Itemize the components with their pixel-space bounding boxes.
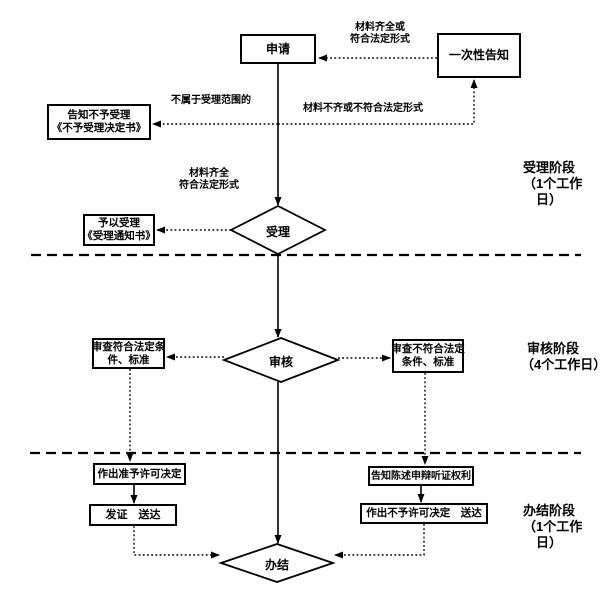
issue-deliver-node: 发证 送达 [89,504,177,526]
stage-label-acceptance: 受理阶段 （1个工作 日） [523,160,583,207]
notice-rejection-line2: 《不予受理决定书》 [51,122,147,134]
review-fail-line1: 审查不符合法定 [391,343,465,355]
grant-acceptance-line2: 《受理通知书》 [82,230,156,242]
label-materials-incomplete: 材料不齐或不符合法定形式 [303,103,423,114]
label-materials-complete-legal: 材料齐全 符合法定形式 [179,168,239,191]
deny-decision-node: 作出不予许可决定 送达 [360,503,488,524]
notice-rejection-node: 告知不予受理 《不予受理决定书》 [47,104,151,140]
one-time-notice-label: 一次性告知 [448,48,509,62]
review-pass-node: 审查符合法定条 件、标准 [92,338,165,369]
notify-rights-label: 告知陈述申辩听证权利 [371,470,471,482]
review-diamond-label: 审核 [268,355,293,369]
edge-denydecision-to-finish [334,524,425,559]
deny-decision-label: 作出不予许可决定 送达 [366,507,482,519]
review-pass-line2: 件、标准 [107,353,150,366]
stage-label-review: 审核阶段 （4个工作日） [521,341,605,372]
grant-decision-node: 作出准予许可决定 [93,463,186,485]
apply-label: 申请 [265,41,290,56]
notice-rejection-line1: 告知不予受理 [67,109,131,121]
issue-deliver-label: 发证 送达 [105,508,161,521]
review-diamond-shape [221,337,341,383]
edge-issuedeliver-to-finish [133,526,220,559]
review-pass-line1: 审查符合法定条 [91,340,166,353]
grant-acceptance-line1: 予以受理 [98,217,140,229]
accept-diamond-shape [229,204,327,256]
finish-diamond-shape [218,543,336,583]
accept-diamond-label: 受理 [265,225,290,239]
apply-node: 申请 [240,34,316,64]
stage-label-completion: 办结阶段 （1个工作 日） [523,503,583,550]
finish-diamond-label: 办结 [264,558,289,572]
review-fail-node: 审查不符合法定 条件、标准 [391,339,465,373]
label-out-of-scope: 不属于受理范围的 [171,95,251,106]
review-fail-line2: 条件、标准 [401,356,455,368]
grant-decision-label: 作出准予许可决定 [97,467,182,480]
edge-incomplete-to-onetimenotice [278,79,478,125]
label-materials-complete-or-legal: 材料齐全或 符合法定形式 [350,22,410,45]
notify-rights-node: 告知陈述申辩听证权利 [368,466,474,486]
one-time-notice-node: 一次性告知 [437,33,521,78]
grant-acceptance-node: 予以受理 《受理通知书》 [82,214,156,246]
